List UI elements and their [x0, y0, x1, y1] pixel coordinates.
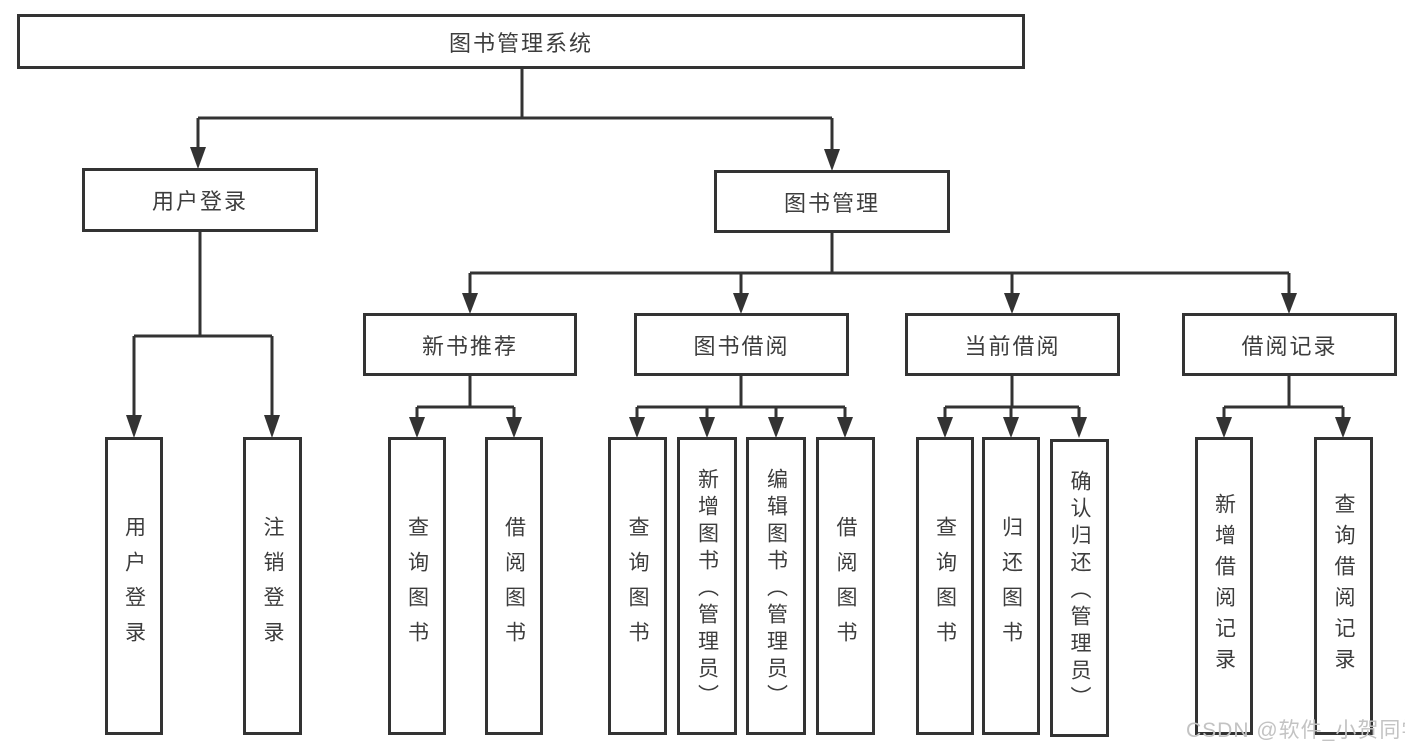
leaf-user-login: 用户登录 [105, 437, 163, 735]
leaf-records-add-record: 新增借阅记录 [1195, 437, 1253, 735]
leaf-current-query-books: 查询图书 [916, 437, 974, 735]
node-book-management: 图书管理 [714, 170, 950, 233]
node-user-login: 用户登录 [82, 168, 318, 232]
leaf-recommend-borrow-books: 借阅图书 [485, 437, 543, 735]
node-borrow-records: 借阅记录 [1182, 313, 1397, 376]
csdn-watermark: CSDN @软件_小贺同学 [1186, 719, 1405, 742]
leaf-borrowing-borrow-books: 借阅图书 [816, 437, 875, 735]
leaf-borrowing-add-books-admin: 新增图书（管理员） [677, 437, 737, 735]
leaf-borrowing-query-books: 查询图书 [608, 437, 667, 735]
node-current-borrowing: 当前借阅 [905, 313, 1120, 376]
node-root: 图书管理系统 [17, 14, 1025, 69]
node-book-borrowing: 图书借阅 [634, 313, 849, 376]
leaf-logout: 注销登录 [243, 437, 302, 735]
leaf-current-return-books: 归还图书 [982, 437, 1040, 735]
node-new-book-recommend: 新书推荐 [363, 313, 577, 376]
leaf-current-confirm-return-admin: 确认归还（管理员） [1050, 439, 1109, 737]
leaf-records-query-record: 查询借阅记录 [1314, 437, 1373, 735]
leaf-borrowing-edit-books-admin: 编辑图书（管理员） [746, 437, 806, 735]
leaf-recommend-query-books: 查询图书 [388, 437, 446, 735]
